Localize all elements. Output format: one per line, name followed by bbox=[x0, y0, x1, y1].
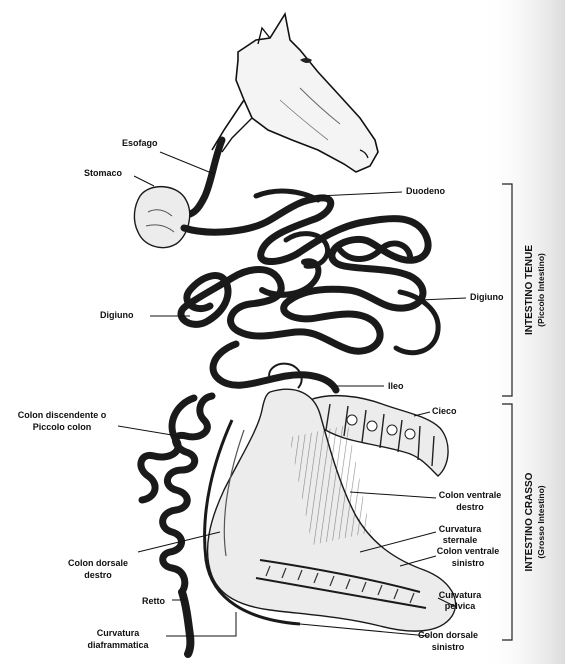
label-colon-ventrale-sinistro-1: Colon ventrale bbox=[437, 546, 500, 556]
label-curvatura-pelvica-1: Curvatura bbox=[439, 590, 483, 600]
label-colon-dorsale-destro-2: destro bbox=[84, 570, 112, 580]
label-curvatura-sternale-1: Curvatura bbox=[439, 524, 483, 534]
section-tenue-title: INTESTINO TENUE bbox=[524, 245, 535, 335]
label-curvatura-diaframmatica-1: Curvatura bbox=[97, 628, 141, 638]
label-curvatura-pelvica-2: pelvica bbox=[445, 601, 477, 611]
section-tenue-subtitle: (Piccolo Intestino) bbox=[536, 253, 546, 327]
label-ileo: Ileo bbox=[388, 381, 404, 391]
label-digiuno-left: Digiuno bbox=[100, 310, 134, 320]
label-duodeno: Duodeno bbox=[406, 186, 445, 196]
label-colon-dorsale-sinistro-1: Colon dorsale bbox=[418, 630, 478, 640]
label-colon-ventrale-sinistro-2: sinistro bbox=[452, 558, 485, 568]
section-crasso-subtitle: (Grosso Intestino) bbox=[536, 485, 546, 558]
label-colon-discendente-1: Colon discendente o bbox=[18, 410, 107, 420]
label-curvatura-diaframmatica-2: diaframmatica bbox=[87, 640, 149, 650]
label-stomaco: Stomaco bbox=[84, 168, 123, 178]
stomach-shape bbox=[134, 187, 189, 248]
label-digiuno-right: Digiuno bbox=[470, 292, 504, 302]
label-curvatura-sternale-2: sternale bbox=[443, 535, 478, 545]
label-colon-dorsale-sinistro-2: sinistro bbox=[432, 642, 465, 652]
label-colon-discendente-2: Piccolo colon bbox=[33, 422, 92, 432]
label-colon-ventrale-destro-2: destro bbox=[456, 502, 484, 512]
label-esofago: Esofago bbox=[122, 138, 158, 148]
label-retto: Retto bbox=[142, 596, 165, 606]
label-colon-dorsale-destro-1: Colon dorsale bbox=[68, 558, 128, 568]
label-cieco: Cieco bbox=[432, 406, 457, 416]
label-colon-ventrale-destro-1: Colon ventrale bbox=[439, 490, 502, 500]
section-crasso-title: INTESTINO CRASSO bbox=[524, 472, 535, 571]
